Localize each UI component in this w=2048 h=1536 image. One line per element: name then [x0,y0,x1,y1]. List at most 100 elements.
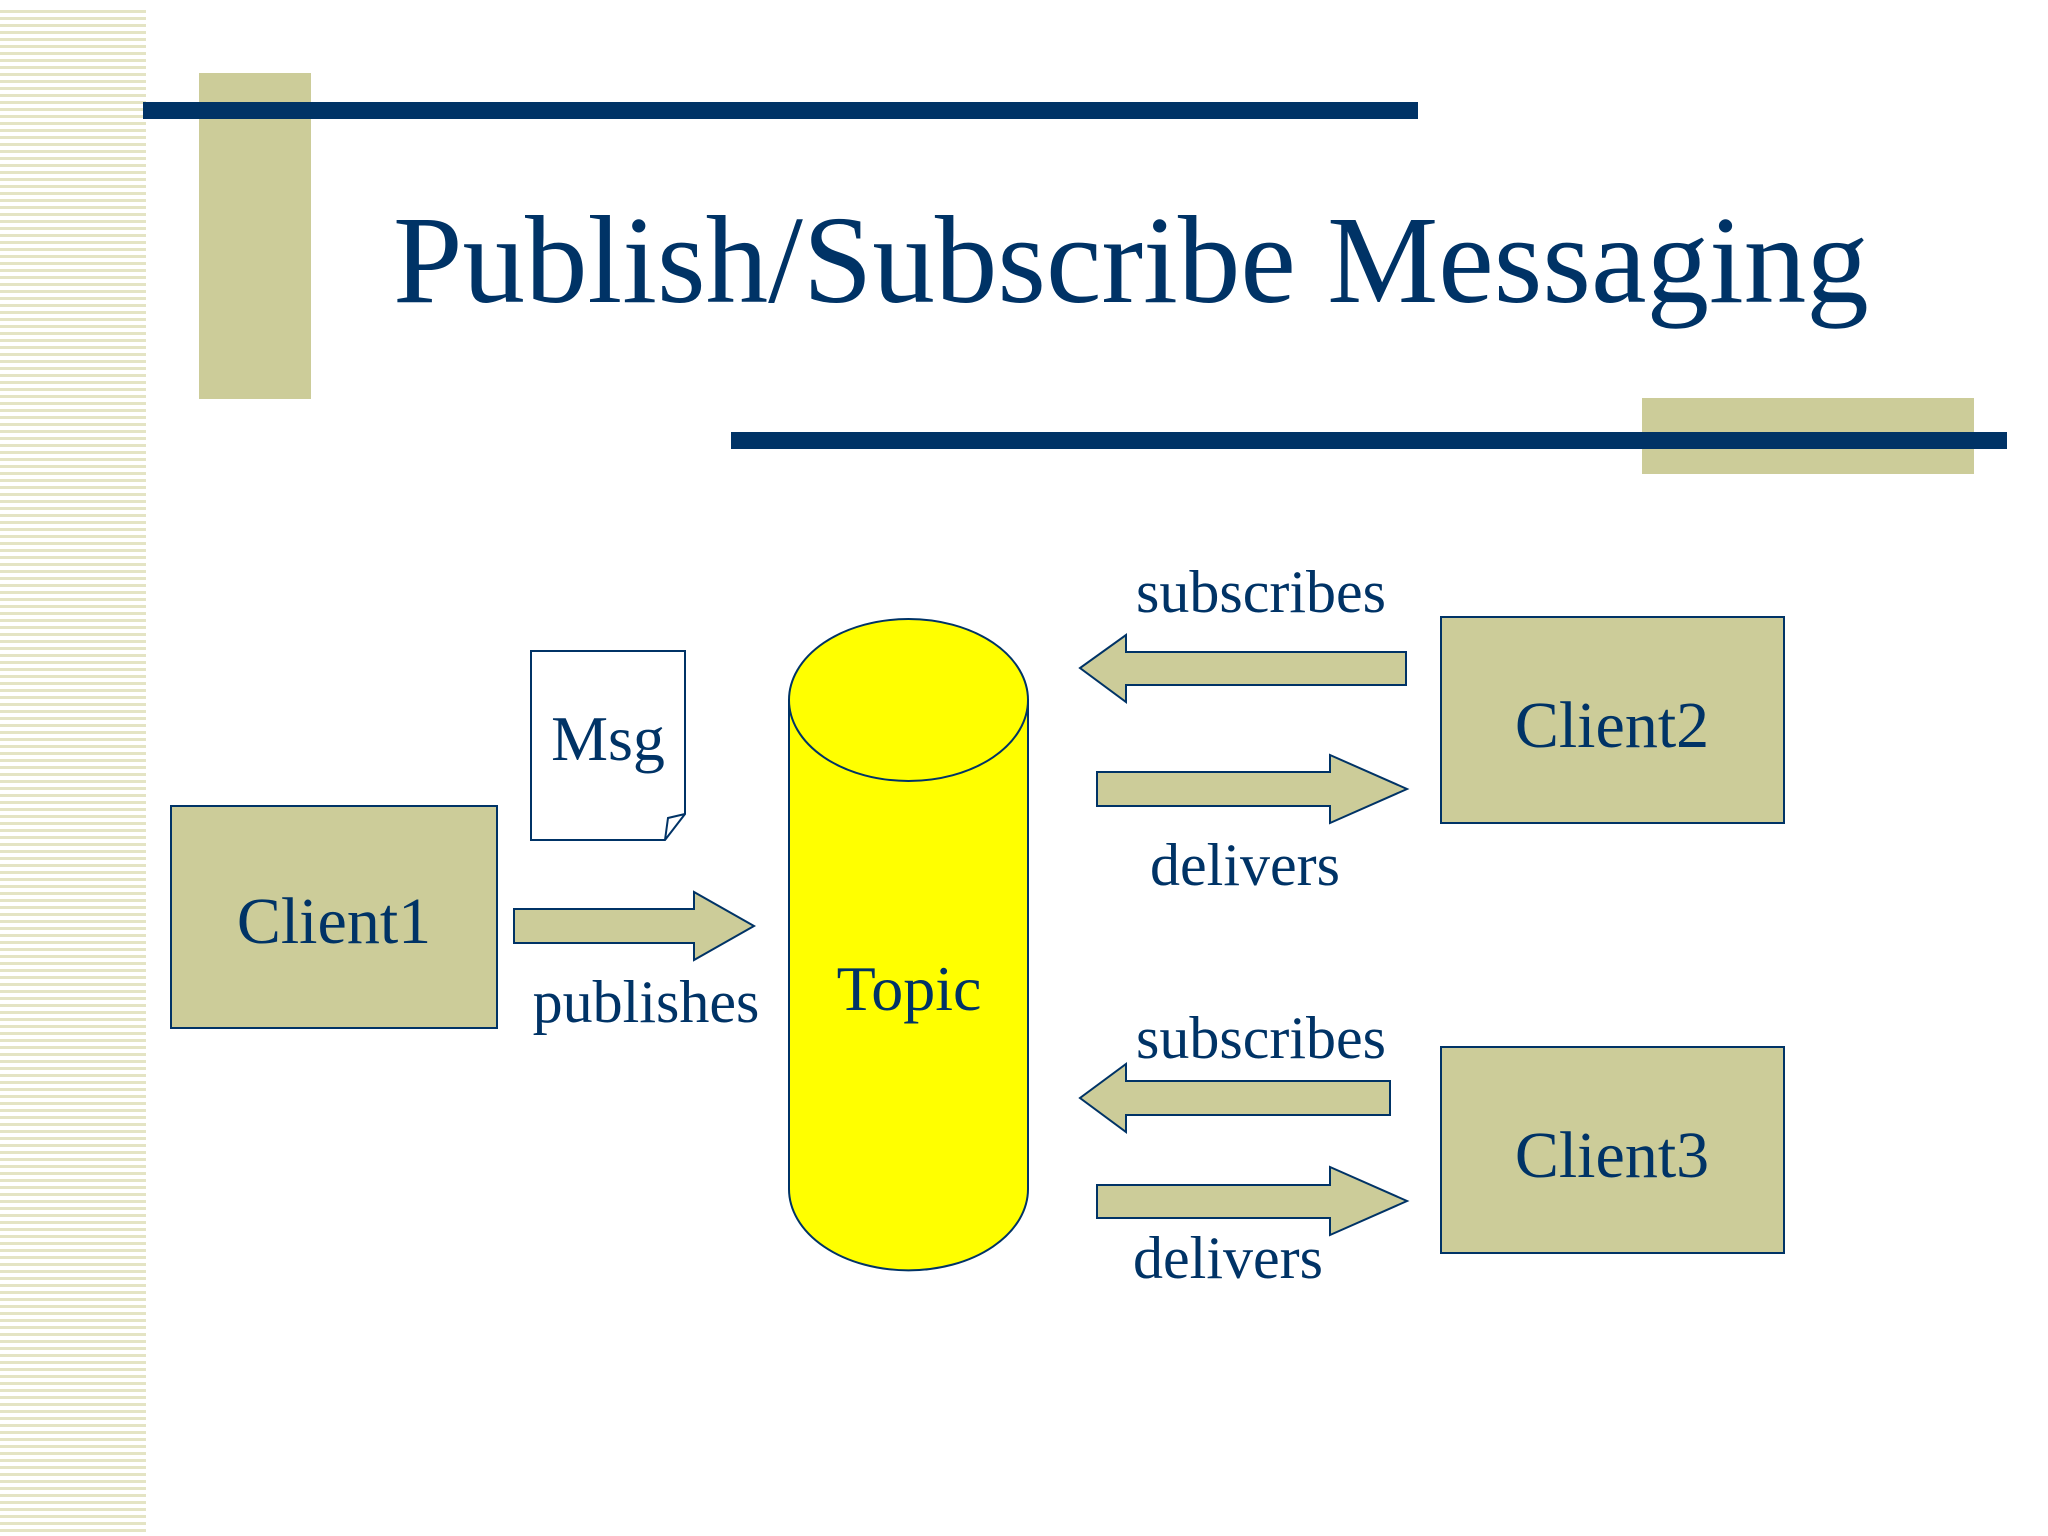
stripe-line [0,752,146,755]
stripe-line [0,1200,146,1203]
stripe-line [0,787,146,790]
stripe-line [0,976,146,979]
stripe-line [0,416,146,419]
stripe-line [0,10,146,13]
stripe-line [0,381,146,384]
stripe-line [0,374,146,377]
stripe-line [0,1074,146,1077]
stripe-line [0,1158,146,1161]
stripe-line [0,654,146,657]
stripe-line [0,402,146,405]
stripe-line [0,220,146,223]
stripe-line [0,206,146,209]
stripe-line [0,395,146,398]
client2-label: Client2 [1515,689,1709,762]
stripe-line [0,913,146,916]
stripe-line [0,1172,146,1175]
stripe-line [0,1298,146,1301]
stripe-line [0,150,146,153]
stripe-line [0,360,146,363]
stripe-line [0,815,146,818]
stripe-line [0,521,146,524]
stripe-line [0,661,146,664]
stripe-line [0,955,146,958]
stripe-line [0,1088,146,1091]
stripe-line [0,507,146,510]
subscribes-arrow-client2 [1078,633,1407,704]
stripe-line [0,696,146,699]
stripe-line [0,227,146,230]
stripe-line [0,255,146,258]
stripe-line [0,486,146,489]
stripe-line [0,1144,146,1147]
stripe-line [0,1137,146,1140]
stripe-line [0,66,146,69]
stripe-line [0,766,146,769]
stripe-line [0,283,146,286]
stripe-line [0,248,146,251]
client2-node: Client2 [1440,616,1785,824]
stripe-line [0,906,146,909]
stripe-line [0,598,146,601]
stripe-line [0,1347,146,1350]
stripe-line [0,864,146,867]
stripe-line [0,1165,146,1168]
stripe-line [0,934,146,937]
stripe-line [0,1025,146,1028]
stripe-line [0,1473,146,1476]
stripe-line [0,1424,146,1427]
stripe-line [0,17,146,20]
client3-node: Client3 [1440,1046,1785,1254]
stripe-line [0,1095,146,1098]
decor-khaki-vertical-bar [199,73,311,399]
slide-title: Publish/Subscribe Messaging [393,192,1869,330]
stripe-line [0,269,146,272]
stripe-line [0,87,146,90]
stripe-line [0,164,146,167]
stripe-line [0,353,146,356]
stripe-line [0,1193,146,1196]
stripe-line [0,1046,146,1049]
stripe-line [0,31,146,34]
stripe-line [0,311,146,314]
stripe-line [0,871,146,874]
stripe-line [0,178,146,181]
stripe-line [0,941,146,944]
stripe-line [0,1305,146,1308]
stripe-line [0,276,146,279]
delivers-label-client3: delivers [1133,1225,1323,1291]
stripe-line [0,885,146,888]
stripe-line [0,1368,146,1371]
stripe-line [0,1186,146,1189]
stripe-line [0,500,146,503]
stripe-line [0,878,146,881]
stripe-line [0,808,146,811]
stripe-line [0,1270,146,1273]
stripe-line [0,668,146,671]
stripe-line [0,962,146,965]
stripe-line [0,1354,146,1357]
stripe-line [0,73,146,76]
decor-navy-top-line [143,102,1418,119]
stripe-line [0,626,146,629]
stripe-line [0,59,146,62]
stripe-line [0,850,146,853]
stripe-line [0,80,146,83]
stripe-line [0,318,146,321]
stripe-line [0,1466,146,1469]
client3-label: Client3 [1515,1119,1709,1192]
left-stripe-border [0,10,146,1532]
delivers-arrow-client3 [1096,1165,1410,1237]
stripe-line [0,1417,146,1420]
stripe-line [0,1228,146,1231]
stripe-line [0,801,146,804]
stripe-line [0,1179,146,1182]
stripe-line [0,738,146,741]
stripe-line [0,199,146,202]
stripe-line [0,1018,146,1021]
stripe-line [0,1361,146,1364]
stripe-line [0,794,146,797]
stripe-line [0,325,146,328]
stripe-line [0,997,146,1000]
